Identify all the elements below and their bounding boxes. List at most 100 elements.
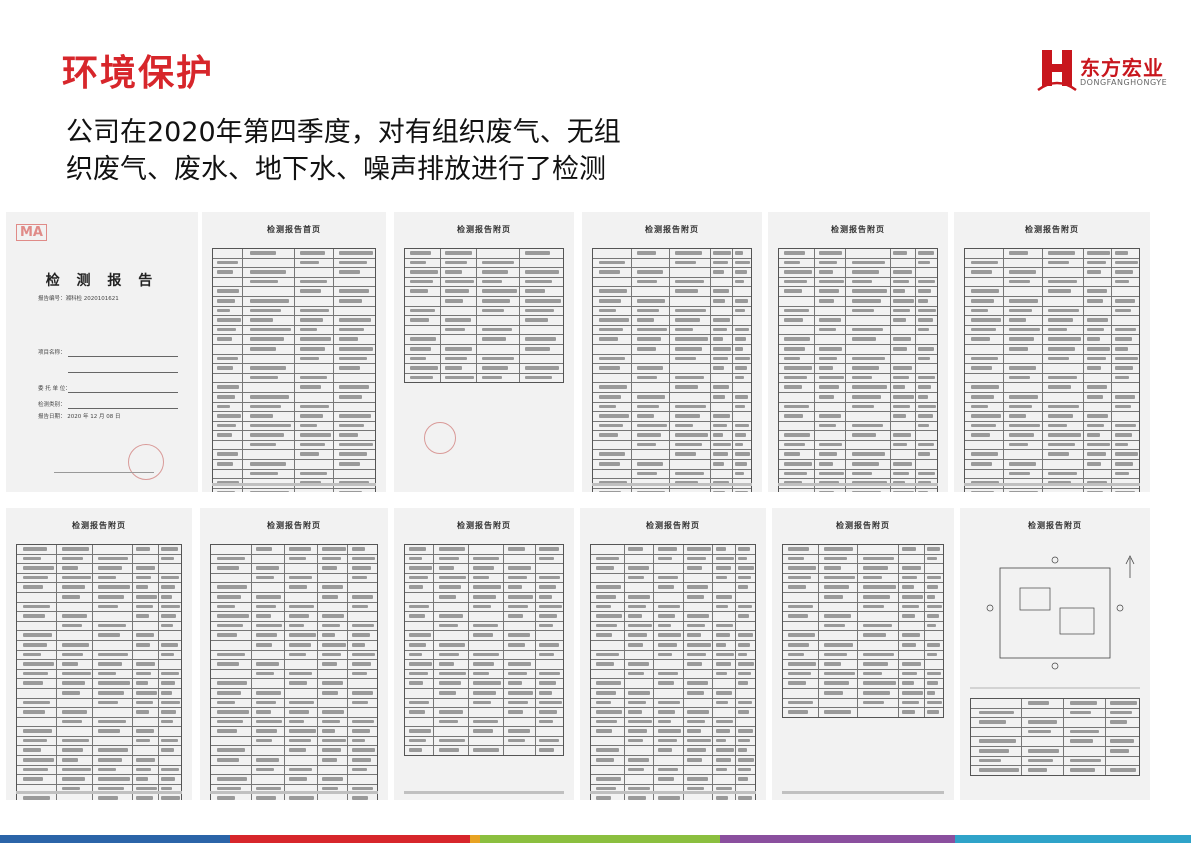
table-cell-divider bbox=[284, 688, 286, 698]
table-cell-text bbox=[22, 767, 49, 772]
table-cell-divider bbox=[534, 592, 536, 602]
table-row bbox=[211, 660, 377, 670]
table-cell-divider bbox=[534, 621, 536, 631]
table-row bbox=[971, 766, 1139, 775]
table-cell-text bbox=[255, 623, 283, 628]
table-cell-divider bbox=[709, 287, 711, 296]
table-row bbox=[965, 258, 1139, 269]
table-cell-divider bbox=[56, 554, 58, 564]
table-cell-divider bbox=[250, 564, 252, 573]
table-cell-text bbox=[1110, 768, 1136, 772]
table-cell-divider bbox=[439, 268, 441, 277]
table-cell-text bbox=[410, 356, 426, 361]
table-row bbox=[965, 460, 1139, 470]
table-cell-text bbox=[1115, 356, 1138, 361]
color-bar-segment bbox=[0, 835, 230, 843]
table-cell-divider bbox=[1111, 392, 1113, 402]
table-cell-text bbox=[734, 366, 748, 370]
table-cell-divider bbox=[284, 554, 286, 564]
table-cell-text bbox=[409, 547, 427, 551]
table-cell-text bbox=[216, 681, 247, 685]
table-cell-text bbox=[98, 796, 119, 800]
report-page-title: 检测报告附页 bbox=[457, 521, 511, 530]
table-cell-divider bbox=[92, 765, 94, 775]
table-row bbox=[783, 650, 943, 661]
table-cell-divider bbox=[294, 316, 295, 325]
table-cell-text bbox=[657, 796, 680, 800]
table-cell-text bbox=[216, 556, 245, 561]
table-cell-divider bbox=[284, 736, 286, 746]
table-cell-text bbox=[636, 298, 666, 303]
table-cell-divider bbox=[709, 440, 711, 450]
table-cell-divider bbox=[845, 306, 847, 316]
table-cell-divider bbox=[250, 660, 252, 669]
table-cell-divider bbox=[1003, 373, 1005, 383]
table-cell-divider bbox=[332, 249, 334, 258]
table-cell-divider bbox=[502, 650, 504, 660]
table-cell-divider bbox=[630, 335, 632, 344]
table-cell-text bbox=[1087, 318, 1109, 322]
table-row bbox=[211, 775, 377, 785]
table-cell-divider bbox=[856, 621, 858, 631]
table-cell-divider bbox=[158, 554, 160, 564]
table-cell-text bbox=[538, 604, 562, 609]
table-cell-divider bbox=[735, 631, 737, 640]
table-cell-divider bbox=[813, 469, 815, 479]
table-cell-divider bbox=[889, 316, 891, 325]
table-cell-text bbox=[410, 260, 426, 265]
table-row bbox=[591, 545, 755, 555]
logo-icon bbox=[1037, 50, 1077, 92]
table-row bbox=[965, 431, 1139, 441]
table-cell-text bbox=[1069, 768, 1095, 772]
table-cell-divider bbox=[914, 460, 916, 469]
table-cell-divider bbox=[856, 688, 858, 698]
table-cell-text bbox=[738, 767, 752, 772]
table-cell-text bbox=[926, 642, 941, 647]
table-cell-divider bbox=[923, 621, 925, 631]
table-cell-text bbox=[161, 796, 180, 800]
table-cell-text bbox=[410, 270, 438, 274]
table-cell-divider bbox=[623, 794, 625, 800]
table-cell-divider bbox=[735, 708, 737, 717]
table-cell-divider bbox=[682, 592, 684, 602]
table-cell-divider bbox=[682, 602, 684, 612]
table-row bbox=[783, 621, 943, 632]
table-cell-divider bbox=[439, 335, 441, 344]
table-row bbox=[211, 612, 377, 622]
table-row bbox=[779, 277, 937, 288]
table-cell-divider bbox=[1063, 699, 1065, 708]
table-cell-text bbox=[289, 738, 311, 743]
footnote bbox=[778, 483, 938, 486]
table-cell-text bbox=[507, 642, 526, 647]
table-row bbox=[779, 344, 937, 355]
table-cell-text bbox=[217, 414, 241, 418]
table-cell-divider bbox=[294, 412, 295, 421]
table-cell-divider bbox=[433, 660, 435, 669]
table-cell-divider bbox=[818, 573, 820, 583]
table-cell-text bbox=[98, 767, 117, 772]
table-cell-divider bbox=[889, 325, 891, 335]
table-cell-text bbox=[161, 604, 180, 609]
table-cell-divider bbox=[623, 688, 625, 698]
table-cell-divider bbox=[131, 717, 133, 727]
table-cell-divider bbox=[818, 698, 820, 708]
table-row bbox=[405, 325, 563, 336]
table-cell-text bbox=[851, 490, 881, 492]
table-cell-divider bbox=[131, 660, 133, 669]
table-cell-divider bbox=[682, 717, 684, 727]
table-cell-text bbox=[61, 556, 84, 561]
table-cell-text bbox=[22, 796, 51, 800]
table-cell-text bbox=[321, 786, 339, 791]
table-cell-text bbox=[216, 585, 247, 589]
table-cell-divider bbox=[682, 746, 684, 756]
table-cell-divider bbox=[682, 679, 684, 688]
table-cell-text bbox=[482, 298, 511, 303]
table-cell-divider bbox=[1041, 412, 1043, 421]
table-cell-divider bbox=[534, 545, 536, 554]
table-cell-divider bbox=[92, 583, 94, 592]
table-cell-text bbox=[321, 566, 337, 570]
table-cell-text bbox=[636, 442, 656, 447]
table-cell-text bbox=[978, 768, 1019, 772]
table-cell-divider bbox=[712, 602, 714, 612]
table-cell-text bbox=[926, 652, 938, 657]
